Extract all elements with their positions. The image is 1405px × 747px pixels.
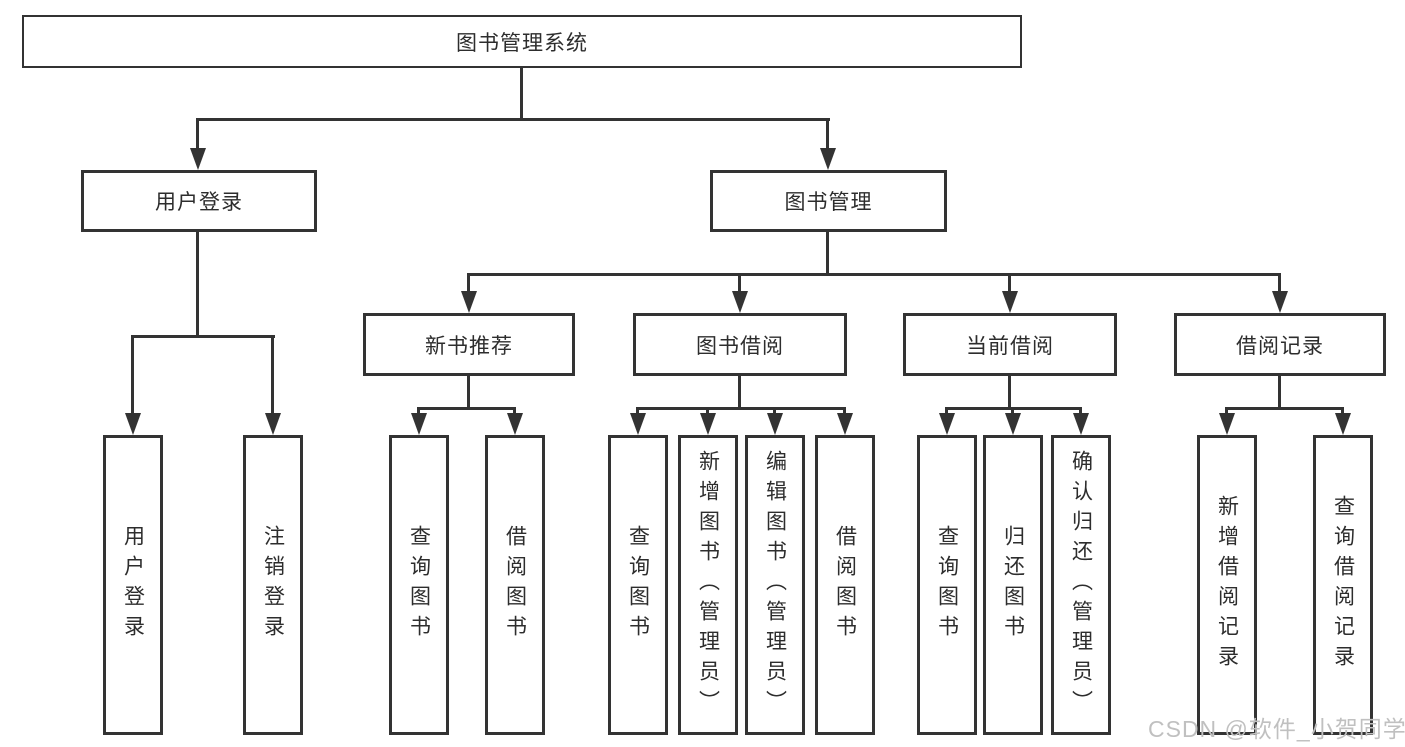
- leaf-user-login: 用户登录: [103, 435, 163, 735]
- connector-stem: [1341, 407, 1344, 415]
- connector-stem: [945, 407, 948, 415]
- leaf-borrow-books: 借阅图书: [815, 435, 875, 735]
- arrow-down-icon: [125, 413, 141, 435]
- connector-stem: [417, 407, 420, 415]
- arrow-down-icon: [1219, 413, 1235, 435]
- connector-stem: [1079, 407, 1082, 415]
- connector-stem: [1011, 407, 1014, 415]
- leaf-confirm-return-admin: 确认归还（管理员）: [1051, 435, 1111, 735]
- arrow-down-icon: [767, 413, 783, 435]
- connector-user-login-stub: [196, 232, 199, 335]
- arrow-down-icon: [411, 413, 427, 435]
- node-new-book-recommendation: 新书推荐: [363, 313, 575, 376]
- leaf-logout: 注销登录: [243, 435, 303, 735]
- leaf-label: 借阅图书: [833, 525, 857, 645]
- connector-stem: [1278, 273, 1281, 293]
- node-book-management: 图书管理: [710, 170, 947, 232]
- leaf-label: 查询图书: [935, 525, 959, 645]
- leaf-label: 编辑图书（管理员）: [763, 450, 787, 720]
- leaf-label: 新增图书（管理员）: [696, 450, 720, 720]
- node-label: 新书推荐: [425, 334, 513, 358]
- leaf-label: 查询图书: [626, 525, 650, 645]
- connector-stub: [1278, 376, 1281, 407]
- leaf-label: 确认归还（管理员）: [1069, 450, 1093, 720]
- node-label: 图书管理: [784, 191, 873, 214]
- connector-stem: [706, 407, 709, 415]
- connector-stem: [738, 273, 741, 293]
- connector-stem: [271, 335, 274, 415]
- arrow-down-icon: [461, 291, 477, 313]
- connector-stem: [131, 335, 134, 415]
- leaf-query-borrow-record: 查询借阅记录: [1313, 435, 1373, 735]
- arrow-down-icon: [1073, 413, 1089, 435]
- leaf-label: 归还图书: [1001, 525, 1025, 645]
- csdn-watermark: CSDN @软件_小贺同学: [1148, 716, 1405, 742]
- arrow-down-icon: [507, 413, 523, 435]
- connector-stub: [1008, 376, 1011, 407]
- connector-bus: [636, 407, 846, 410]
- node-label: 图书借阅: [696, 334, 784, 358]
- connector-book-management-stub: [826, 232, 829, 273]
- leaf-add-books-admin: 新增图书（管理员）: [678, 435, 738, 735]
- connector-stem: [843, 407, 846, 415]
- node-label: 借阅记录: [1236, 334, 1324, 358]
- connector-bus: [1225, 407, 1344, 410]
- connector-stem: [773, 407, 776, 415]
- arrow-down-icon: [820, 148, 836, 170]
- leaf-query-books: 查询图书: [389, 435, 449, 735]
- leaf-borrow-books: 借阅图书: [485, 435, 545, 735]
- connector-stem: [513, 407, 516, 415]
- arrow-down-icon: [1002, 291, 1018, 313]
- leaf-query-books: 查询图书: [608, 435, 668, 735]
- leaf-add-borrow-record: 新增借阅记录: [1197, 435, 1257, 735]
- connector-root-trunk: [520, 68, 523, 118]
- connector-level3-bus: [467, 273, 1281, 276]
- connector-user-login-bus: [132, 335, 275, 338]
- connector-stub: [738, 376, 741, 407]
- arrow-down-icon: [1005, 413, 1021, 435]
- leaf-query-books: 查询图书: [917, 435, 977, 735]
- node-label: 图书管理系统: [456, 31, 588, 55]
- node-label: 用户登录: [155, 191, 243, 214]
- node-user-login: 用户登录: [81, 170, 317, 232]
- connector-level2-bus: [196, 118, 830, 121]
- connector-stem-user-login: [196, 118, 199, 151]
- arrow-down-icon: [265, 413, 281, 435]
- leaf-label: 新增借阅记录: [1215, 495, 1239, 675]
- leaf-label: 借阅图书: [503, 525, 527, 645]
- connector-stem: [467, 273, 470, 293]
- leaf-return-books: 归还图书: [983, 435, 1043, 735]
- node-current-borrowing: 当前借阅: [903, 313, 1117, 376]
- connector-stub: [467, 376, 470, 407]
- arrow-down-icon: [630, 413, 646, 435]
- arrow-down-icon: [939, 413, 955, 435]
- connector-bus: [417, 407, 516, 410]
- leaf-label: 用户登录: [121, 525, 145, 645]
- arrow-down-icon: [190, 148, 206, 170]
- arrow-down-icon: [732, 291, 748, 313]
- arrow-down-icon: [837, 413, 853, 435]
- leaf-label: 查询图书: [407, 525, 431, 645]
- node-book-borrowing: 图书借阅: [633, 313, 847, 376]
- connector-stem: [1225, 407, 1228, 415]
- leaf-label: 注销登录: [261, 525, 285, 645]
- connector-stem: [1008, 273, 1011, 293]
- connector-stem-book-management: [826, 118, 829, 151]
- leaf-label: 查询借阅记录: [1331, 495, 1355, 675]
- arrow-down-icon: [700, 413, 716, 435]
- node-library-management-system: 图书管理系统: [22, 15, 1022, 68]
- connector-stem: [636, 407, 639, 415]
- node-borrowing-records: 借阅记录: [1174, 313, 1386, 376]
- arrow-down-icon: [1272, 291, 1288, 313]
- arrow-down-icon: [1335, 413, 1351, 435]
- leaf-edit-books-admin: 编辑图书（管理员）: [745, 435, 805, 735]
- node-label: 当前借阅: [966, 334, 1054, 358]
